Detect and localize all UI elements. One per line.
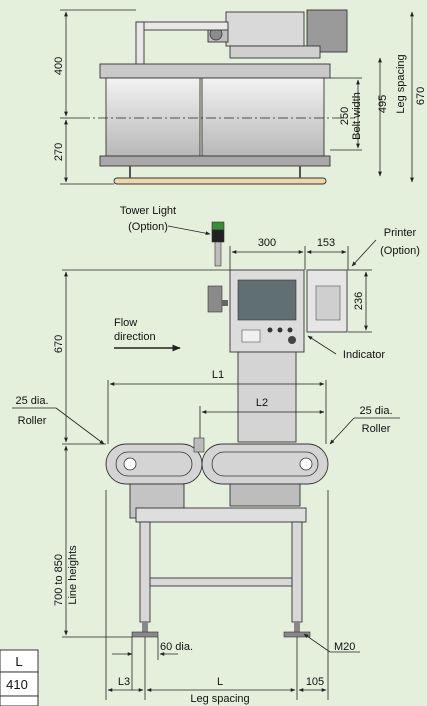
belt-width-label: Belt width — [351, 92, 363, 140]
top-view-belt-infeed — [105, 77, 201, 157]
tower-light-leader — [167, 225, 211, 236]
adjust-bolt-left — [142, 622, 148, 632]
line-heights-label: Line heights — [67, 545, 79, 605]
indicator-port — [241, 329, 261, 343]
l3-label: L3 — [118, 676, 130, 688]
indicator-label: Indicator — [343, 349, 386, 361]
flow-label: Flow — [114, 317, 137, 329]
dim-300-label: 300 — [258, 237, 276, 249]
line-heights-value: 700 to 850 — [53, 554, 65, 606]
dim-153-label: 153 — [317, 237, 335, 249]
belt-width-value: 250 — [339, 107, 351, 125]
top-view-belt-edge-bottom — [99, 155, 331, 167]
tower-light-head — [211, 229, 225, 243]
l1-label: L1 — [212, 369, 224, 381]
roller-left-leader — [55, 407, 105, 445]
printer-label: Printer — [384, 227, 417, 239]
dim-400-label: 400 — [53, 57, 65, 75]
indicator-leader — [307, 335, 337, 355]
foot-dia-label: 60 dia. — [160, 641, 193, 653]
indicator-column — [237, 351, 297, 443]
foot-right — [283, 631, 311, 638]
infeed-conveyor — [105, 443, 203, 485]
infeed-belt-loop — [115, 451, 193, 477]
frame-right-leg — [291, 521, 303, 623]
tower-light-option: (Option) — [128, 221, 168, 233]
indicator-key — [277, 327, 283, 333]
roller-right-label: Roller — [362, 423, 391, 435]
conveyor-joint — [193, 437, 205, 453]
leg-spacing-label: Leg spacing — [395, 54, 407, 113]
load-cell-housing — [229, 483, 301, 507]
roller-right-dia: 25 dia. — [359, 405, 392, 417]
l-label: L — [217, 676, 223, 688]
frame-top-rail — [135, 507, 307, 523]
top-view-indicator-body — [225, 11, 305, 47]
frame-cross-brace — [149, 577, 293, 587]
adjust-bolt-right — [294, 622, 300, 632]
table-value-cell — [0, 671, 39, 697]
outer-dim-value: 670 — [415, 87, 427, 105]
top-view-frame-bar — [229, 45, 321, 59]
indicator-switch — [288, 336, 296, 344]
printer-option: (Option) — [380, 245, 420, 257]
indicator-key — [267, 327, 273, 333]
printer-leader — [351, 239, 377, 267]
tower-light-label: Tower Light — [120, 205, 176, 217]
tower-light-mount — [222, 300, 228, 306]
printer-window — [315, 285, 341, 321]
roller-left-dia: 25 dia. — [15, 395, 48, 407]
roller-right — [299, 457, 313, 471]
tower-light-pole — [214, 241, 222, 267]
tower-light-bracket — [207, 285, 223, 313]
dim-270-label: 270 — [53, 143, 65, 161]
top-view-frame-post — [135, 21, 145, 67]
top-view: 400 270 250 Belt width 495 Leg spacing 6… — [53, 9, 427, 185]
roller-right-leader — [329, 417, 355, 445]
leg-spacing-bottom-label: Leg spacing — [190, 693, 249, 705]
top-view-printer — [306, 9, 348, 53]
roller-left — [123, 457, 137, 471]
table-next-cell — [0, 695, 39, 706]
top-view-belt-weigh — [201, 77, 325, 157]
dim-236-label: 236 — [353, 292, 365, 310]
roller-left-label: Roller — [18, 415, 47, 427]
top-view-frame-rail — [135, 21, 229, 31]
m20-leader — [303, 633, 331, 653]
m20-label: M20 — [334, 641, 355, 653]
weigh-belt-loop — [211, 451, 319, 477]
size-table: L 410 — [0, 649, 39, 706]
top-view-base-skid — [113, 177, 327, 185]
direction-label: direction — [114, 331, 156, 343]
indicator-screen — [237, 279, 297, 321]
dim-105-label: 105 — [306, 676, 324, 688]
dim-670-label: 670 — [53, 335, 65, 353]
front-view: Tower Light (Option) 300 153 Printer (Op… — [12, 205, 420, 705]
foot-left — [131, 631, 159, 638]
indicator-key — [287, 327, 293, 333]
table-value: 410 — [6, 677, 28, 692]
frame-left-leg — [139, 521, 151, 623]
leg-spacing-value: 495 — [377, 95, 389, 113]
top-view-belt-edge-top — [99, 63, 331, 79]
l2-label: L2 — [256, 397, 268, 409]
tower-light-green — [211, 221, 225, 231]
table-header: L — [15, 654, 22, 669]
